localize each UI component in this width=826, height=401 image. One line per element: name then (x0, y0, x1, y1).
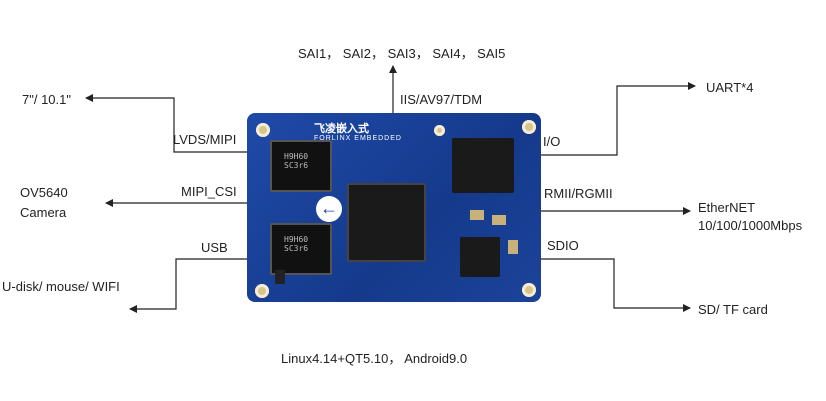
label-iis: IIS/AV97/TDM (400, 92, 483, 107)
label-ethernet-speed: 10/100/1000Mbps (698, 218, 803, 233)
label-camera-sensor: OV5640 (20, 185, 68, 200)
lvds-line (85, 94, 247, 153)
sdio-line (541, 258, 691, 312)
label-rmii: RMII/RGMII (544, 186, 613, 201)
label-uart: UART*4 (706, 80, 754, 95)
component (508, 240, 518, 254)
label-sdio: SDIO (547, 238, 579, 253)
label-lvds: LVDS/MIPI (173, 132, 237, 147)
board-logo: 飞凌嵌入式 (314, 123, 369, 135)
label-io: I/O (543, 134, 561, 149)
mount-hole-tr (522, 120, 536, 134)
label-os: Linux4.14+QT5.10， Android9.0 (281, 351, 468, 366)
ram-chip-bottom: H9H60 SC3r6 (270, 223, 332, 275)
label-usb: USB (201, 240, 228, 255)
ethernet-phy-chip (460, 237, 500, 277)
mount-hole-mid (434, 125, 445, 136)
label-sai: SAI1， SAI2， SAI3， SAI4， SAI5 (298, 46, 506, 61)
arrow-left-icon: ← (316, 196, 342, 222)
label-camera: Camera (20, 205, 67, 220)
label-ethernet: EtherNET (698, 200, 756, 215)
cpu-chip (347, 183, 426, 262)
board-logo-en: FORLINX EMBEDDED (314, 135, 402, 142)
emmc-chip (452, 138, 514, 193)
mount-hole-bl (255, 284, 269, 298)
component (492, 215, 506, 225)
label-display: 7"/ 10.1" (22, 92, 71, 107)
label-usb-devices: U-disk/ mouse/ WIFI (2, 279, 120, 294)
mount-hole-br (522, 283, 536, 297)
component (470, 210, 484, 220)
component (275, 270, 285, 284)
usb-line (129, 258, 247, 313)
label-sd: SD/ TF card (698, 302, 768, 317)
mount-hole-tl (256, 123, 270, 137)
ram-chip-top: H9H60 SC3r6 (270, 140, 332, 192)
label-mipi-csi: MIPI_CSI (181, 184, 237, 199)
uart-line (541, 82, 696, 156)
